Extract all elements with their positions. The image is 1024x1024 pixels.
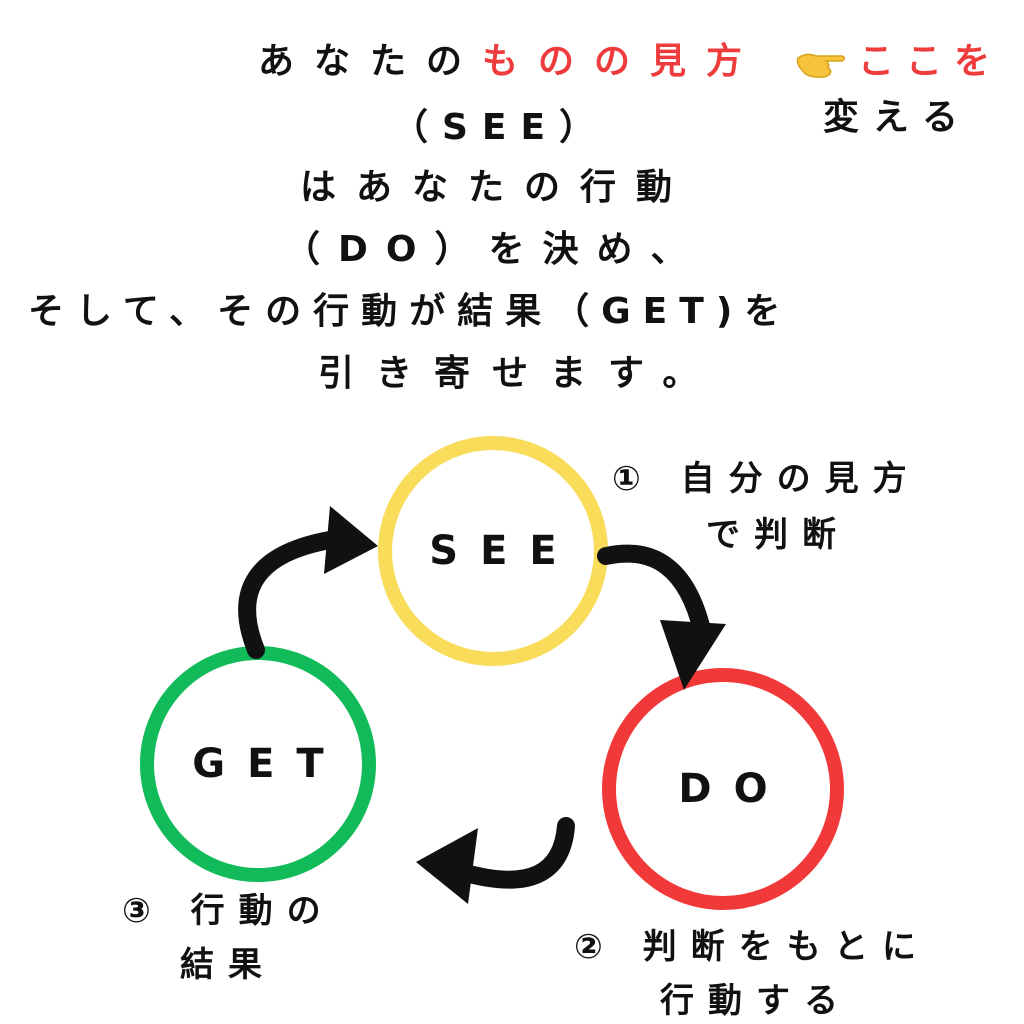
see-label: SEE [429, 528, 579, 574]
step-2-line-2: 行動する [660, 981, 852, 1021]
step-2-line-1: ② 判断をもとに [574, 927, 930, 967]
headline-line-4: （DO）を決め、 [284, 229, 705, 270]
do-label: DO [678, 766, 790, 812]
headline-note-highlight: ここを [858, 41, 1003, 82]
headline-line-2: （SEE） [392, 107, 610, 148]
step-1-line-1: ① 自分の見方 [612, 459, 921, 499]
headline-line-1: あなたのものの見方 [258, 44, 762, 80]
headline-line-1-prefix: あなたの [258, 41, 483, 82]
step-3-line-1: ③ 行動の [122, 891, 335, 931]
get-label: GET [192, 741, 346, 787]
headline-line-5: そして、その行動が結果（GET)を [28, 291, 793, 332]
curved-arrow-icon [597, 544, 726, 690]
step-1-line-2: で判断 [706, 515, 850, 555]
headline-highlight: ものの見方 [482, 41, 763, 82]
headline-note-text: 変える [823, 97, 972, 138]
headline-line-6: 引き寄せます。 [318, 353, 721, 394]
curved-arrow-icon [238, 506, 378, 659]
hand-pointing-right-icon [796, 53, 846, 78]
step-3-line-2: 結果 [180, 945, 276, 985]
curved-arrow-icon [416, 817, 575, 904]
headline-line-3: はあなたの行動 [300, 167, 693, 208]
